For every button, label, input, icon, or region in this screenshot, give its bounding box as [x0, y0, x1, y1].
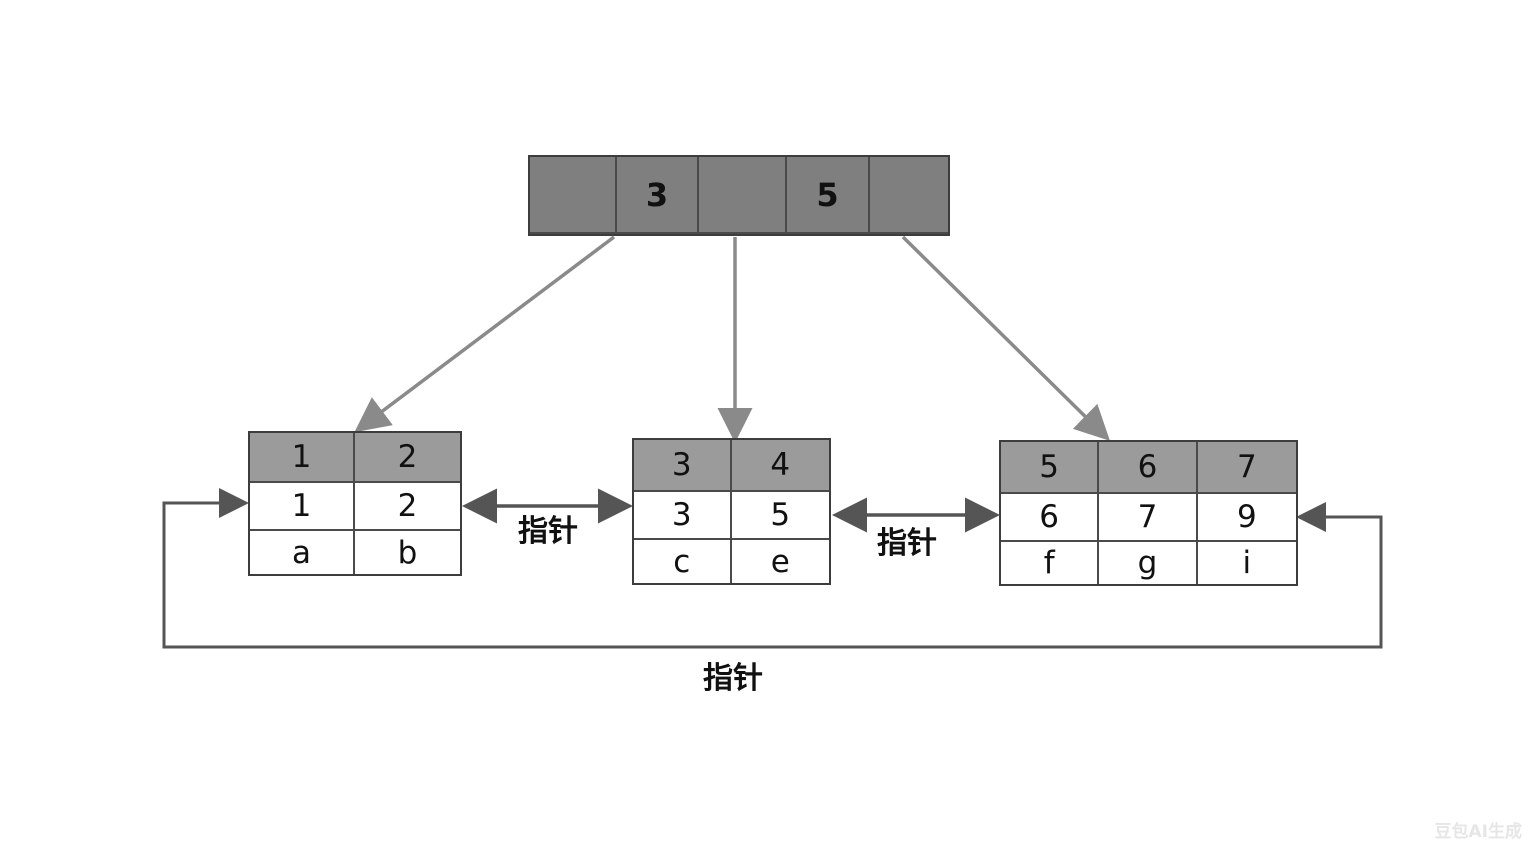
leaf1-header-cell: 1 — [250, 433, 355, 483]
root-key-2: 5 — [787, 157, 870, 234]
pointer-label-leaf1-leaf2: 指针 — [518, 514, 578, 549]
edge-root-to-leaf3 — [901, 235, 1110, 441]
pointer-label-leaf2-leaf3: 指针 — [877, 526, 937, 561]
leaf3-header-cell: 7 — [1197, 442, 1296, 494]
pointer-label-loop: 指针 — [703, 661, 763, 696]
leaf1-data-cell: a — [250, 531, 355, 574]
leaf3-header-cell: 6 — [1099, 442, 1198, 494]
leaf1-header-cell: 2 — [355, 433, 460, 483]
leaf3-data-cell: g — [1099, 542, 1198, 584]
leaf-node-2: 3 4 3 5 c e — [632, 438, 831, 585]
root-pointer-slot-2 — [699, 157, 787, 234]
leaf2-data-cell: e — [770, 543, 790, 580]
leaf3-key-cell: 7 — [1099, 494, 1198, 542]
leaf2-data-cell: c — [634, 540, 732, 583]
root-pointer-slot-3 — [870, 157, 948, 234]
root-pointer-slot-1 — [530, 157, 617, 234]
leaf3-key-cell: 6 — [1001, 494, 1100, 542]
leaf2-header-cell: 4 — [731, 440, 829, 492]
leaf2-key-cell: 5 — [731, 492, 829, 540]
root-key-1: 3 — [617, 157, 699, 234]
leaf2-header-cell: 3 — [634, 440, 732, 492]
leaf1-key-cell: 2 — [355, 483, 460, 531]
leaf3-key-cell: 9 — [1197, 494, 1296, 542]
leaf3-data-cell: f — [1001, 542, 1100, 584]
edge-root-to-leaf1 — [354, 235, 616, 433]
leaf3-header-cell: 5 — [1001, 442, 1100, 494]
leaf2-key-cell: 3 — [634, 492, 732, 540]
leaf-node-1: 1 2 1 2 a b — [248, 431, 462, 576]
leaf3-data-cell: i — [1242, 545, 1252, 581]
root-node: 3 5 — [528, 155, 950, 236]
leaf1-data-cell: b — [397, 534, 418, 571]
watermark: 豆包AI生成 — [1434, 822, 1522, 842]
leaf1-key-cell: 1 — [250, 483, 355, 531]
pointer-loop-leaf3-to-leaf1 — [162, 488, 1383, 649]
leaf-node-3: 5 6 7 6 7 9 f g i — [999, 440, 1298, 586]
